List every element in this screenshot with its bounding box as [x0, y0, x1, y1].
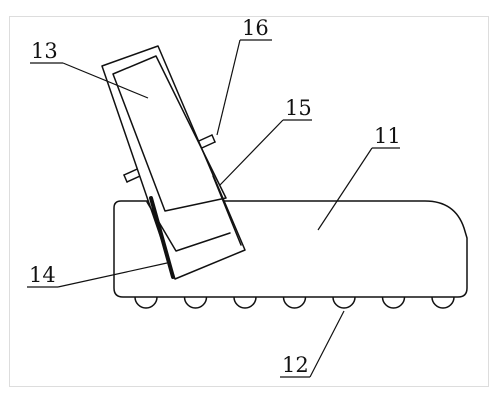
feet-row-12: [134, 296, 455, 309]
foot-bump: [282, 296, 307, 309]
pin-end-right: [211, 134, 216, 143]
callout-12: 12: [282, 353, 309, 377]
foot-bump: [183, 296, 208, 309]
callout-13: 13: [31, 39, 58, 63]
leader-line-14: [57, 262, 168, 288]
foot-bump: [381, 296, 406, 309]
leader-line-11: [317, 147, 373, 231]
foot-bump: [431, 296, 455, 309]
leader-line-13: [62, 62, 149, 99]
callout-16: 16: [242, 16, 269, 40]
edge-strip-14: [149, 196, 175, 279]
leader-line-15: [219, 119, 284, 186]
inner-panel: [112, 55, 227, 212]
socket-edge-right: [212, 175, 242, 246]
callout-15: 15: [285, 96, 312, 120]
figure-frame: [9, 16, 489, 387]
foot-bump: [233, 296, 257, 309]
callout-14: 14: [29, 263, 56, 287]
pin-end-left: [123, 174, 128, 183]
foot-bump: [332, 296, 356, 309]
leader-line-16: [216, 39, 241, 136]
callout-11: 11: [374, 124, 401, 148]
foot-bump: [134, 296, 158, 309]
leader-line-12: [309, 310, 345, 378]
